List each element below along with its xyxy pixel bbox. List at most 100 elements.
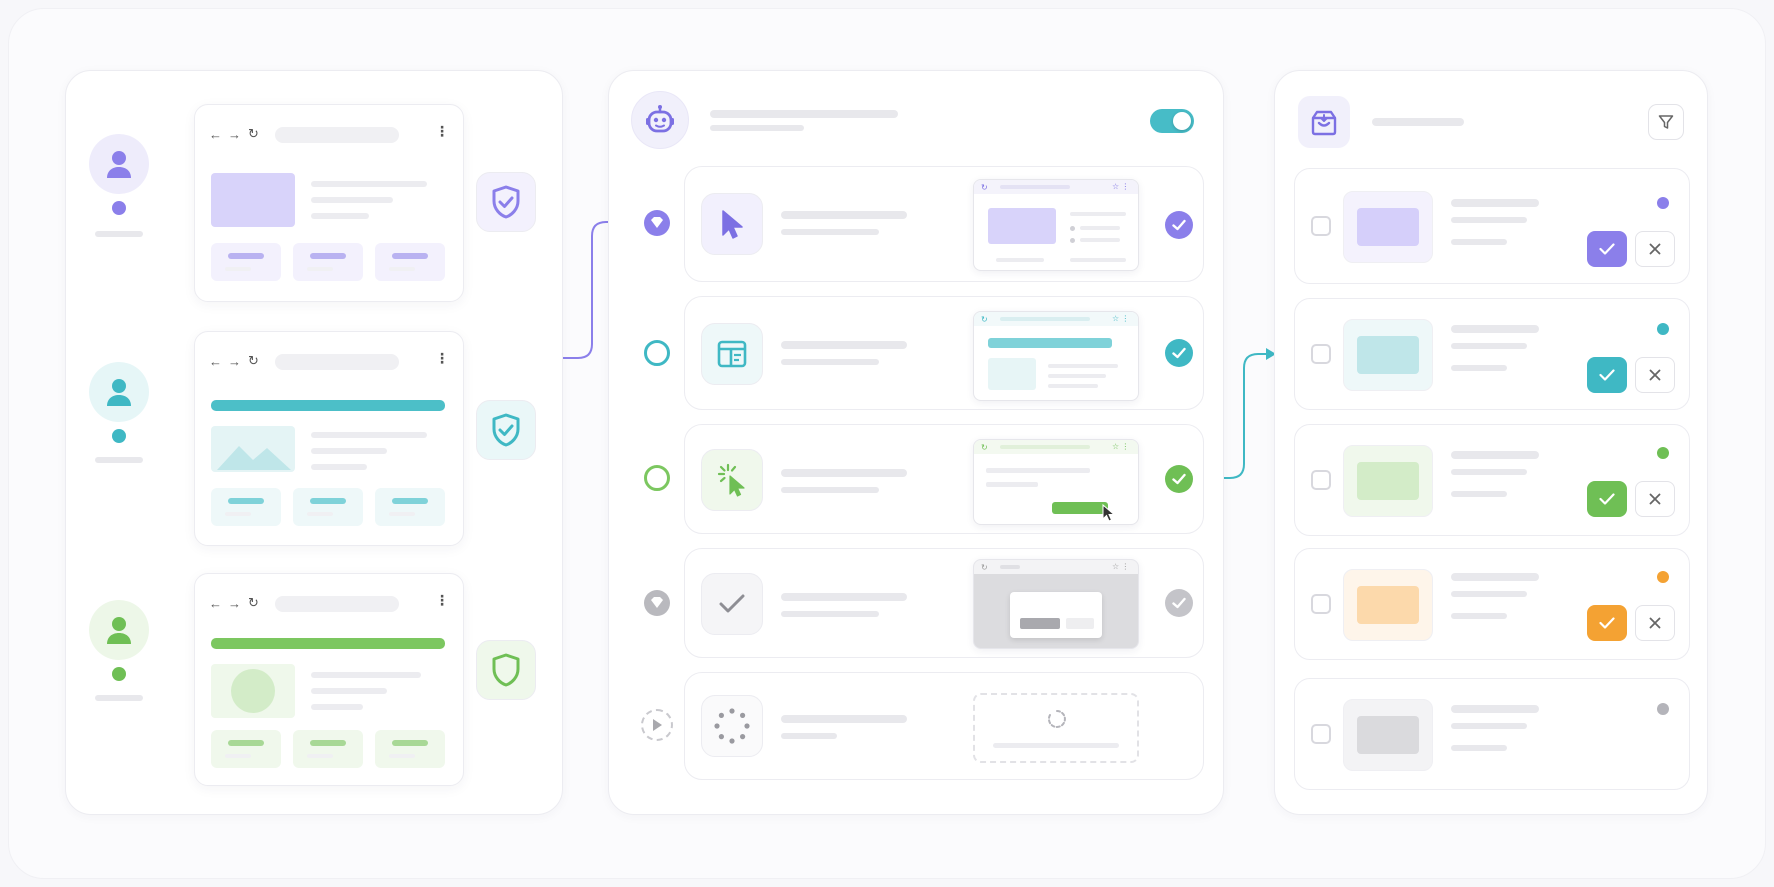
step-icon-box xyxy=(701,193,763,255)
tile[interactable] xyxy=(211,488,281,526)
security-badge-1 xyxy=(476,172,536,232)
item-line xyxy=(1451,239,1507,245)
connector-agent-to-review xyxy=(1214,353,1266,479)
review-item-4[interactable] xyxy=(1294,548,1690,660)
browser-window-3: ← → ↻ ⋮ xyxy=(194,573,464,786)
address-bar[interactable] xyxy=(275,354,399,370)
item-line xyxy=(1451,723,1527,729)
inbox-icon xyxy=(1311,110,1337,136)
item-thumbnail xyxy=(1343,445,1433,517)
tile[interactable] xyxy=(211,730,281,768)
tile[interactable] xyxy=(375,730,445,768)
refresh-icon[interactable]: ↻ xyxy=(248,126,259,141)
user-name-placeholder xyxy=(95,231,143,237)
item-status-dot xyxy=(1657,197,1669,209)
forward-icon[interactable]: → xyxy=(228,596,241,611)
timeline-node-4 xyxy=(644,590,670,616)
image-placeholder xyxy=(211,664,295,718)
agent-step-4[interactable]: ↻ ☆ ⋮ xyxy=(684,548,1204,658)
step-status-done xyxy=(1165,589,1193,617)
check-icon xyxy=(1172,219,1186,231)
tile[interactable] xyxy=(293,730,363,768)
user-avatar-teal xyxy=(89,362,149,422)
item-line xyxy=(1451,343,1527,349)
tile-sub xyxy=(225,754,251,758)
review-item-2[interactable] xyxy=(1294,298,1690,410)
back-icon[interactable]: ← xyxy=(209,596,222,611)
play-icon xyxy=(653,719,662,731)
tile-sub xyxy=(389,512,415,516)
item-title xyxy=(1451,573,1539,581)
tile-label xyxy=(392,498,428,504)
user-name-placeholder xyxy=(95,457,143,463)
approve-button[interactable] xyxy=(1587,481,1627,517)
agent-step-2[interactable]: ↻ ☆ ⋮ xyxy=(684,296,1204,410)
approve-button[interactable] xyxy=(1587,357,1627,393)
review-item-1[interactable] xyxy=(1294,168,1690,284)
agent-avatar xyxy=(631,91,689,149)
approve-button[interactable] xyxy=(1587,231,1627,267)
item-line xyxy=(1451,469,1527,475)
refresh-icon[interactable]: ↻ xyxy=(248,595,259,610)
reject-button[interactable] xyxy=(1635,481,1675,517)
image-placeholder xyxy=(211,173,295,227)
text-line xyxy=(311,197,393,203)
check-icon xyxy=(1172,597,1186,609)
user-icon xyxy=(107,379,131,406)
reject-button[interactable] xyxy=(1635,357,1675,393)
item-status-dot xyxy=(1657,703,1669,715)
menu-icon[interactable]: ⋮ xyxy=(435,123,449,139)
agent-step-1[interactable]: ↻ ☆ ⋮ xyxy=(684,166,1204,282)
close-icon xyxy=(1649,617,1661,629)
filter-button[interactable] xyxy=(1648,104,1684,140)
address-bar[interactable] xyxy=(275,596,399,612)
agent-step-5[interactable] xyxy=(684,672,1204,780)
timeline-node-2 xyxy=(644,340,670,366)
item-checkbox[interactable] xyxy=(1311,216,1331,236)
user-avatar-green xyxy=(89,600,149,660)
tile[interactable] xyxy=(293,488,363,526)
close-icon xyxy=(1649,369,1661,381)
check-icon xyxy=(1599,243,1615,255)
check-icon xyxy=(1599,493,1615,505)
review-item-5[interactable] xyxy=(1294,678,1690,790)
approve-button[interactable] xyxy=(1587,605,1627,641)
text-line xyxy=(311,464,367,470)
item-title xyxy=(1451,325,1539,333)
tile-label xyxy=(228,740,264,746)
item-line xyxy=(1451,365,1507,371)
tile[interactable] xyxy=(375,488,445,526)
check-icon xyxy=(1172,473,1186,485)
tile-sub xyxy=(307,512,333,516)
review-item-3[interactable] xyxy=(1294,424,1690,536)
back-icon[interactable]: ← xyxy=(209,127,222,142)
reject-button[interactable] xyxy=(1635,605,1675,641)
refresh-icon[interactable]: ↻ xyxy=(248,353,259,368)
back-icon[interactable]: ← xyxy=(209,354,222,369)
forward-icon[interactable]: → xyxy=(228,354,241,369)
step-title xyxy=(781,593,907,601)
agent-subtitle-placeholder xyxy=(710,125,804,131)
tile[interactable] xyxy=(293,243,363,281)
agent-step-3[interactable]: ↻ ☆ ⋮ xyxy=(684,424,1204,534)
menu-icon[interactable]: ⋮ xyxy=(435,592,449,608)
agent-toggle[interactable] xyxy=(1150,109,1194,133)
address-bar[interactable] xyxy=(275,127,399,143)
forward-icon[interactable]: → xyxy=(228,127,241,142)
item-checkbox[interactable] xyxy=(1311,470,1331,490)
reject-button[interactable] xyxy=(1635,231,1675,267)
tile-label xyxy=(392,740,428,746)
shield-check-icon xyxy=(492,413,520,447)
text-line xyxy=(311,432,427,438)
item-checkbox[interactable] xyxy=(1311,344,1331,364)
check-icon xyxy=(1172,347,1186,359)
review-title-placeholder xyxy=(1372,118,1464,126)
menu-icon[interactable]: ⋮ xyxy=(435,350,449,366)
step-desc xyxy=(781,359,879,365)
spinner-icon xyxy=(1047,710,1066,728)
text-line xyxy=(311,688,387,694)
tile[interactable] xyxy=(375,243,445,281)
item-checkbox[interactable] xyxy=(1311,594,1331,614)
tile[interactable] xyxy=(211,243,281,281)
item-checkbox[interactable] xyxy=(1311,724,1331,744)
